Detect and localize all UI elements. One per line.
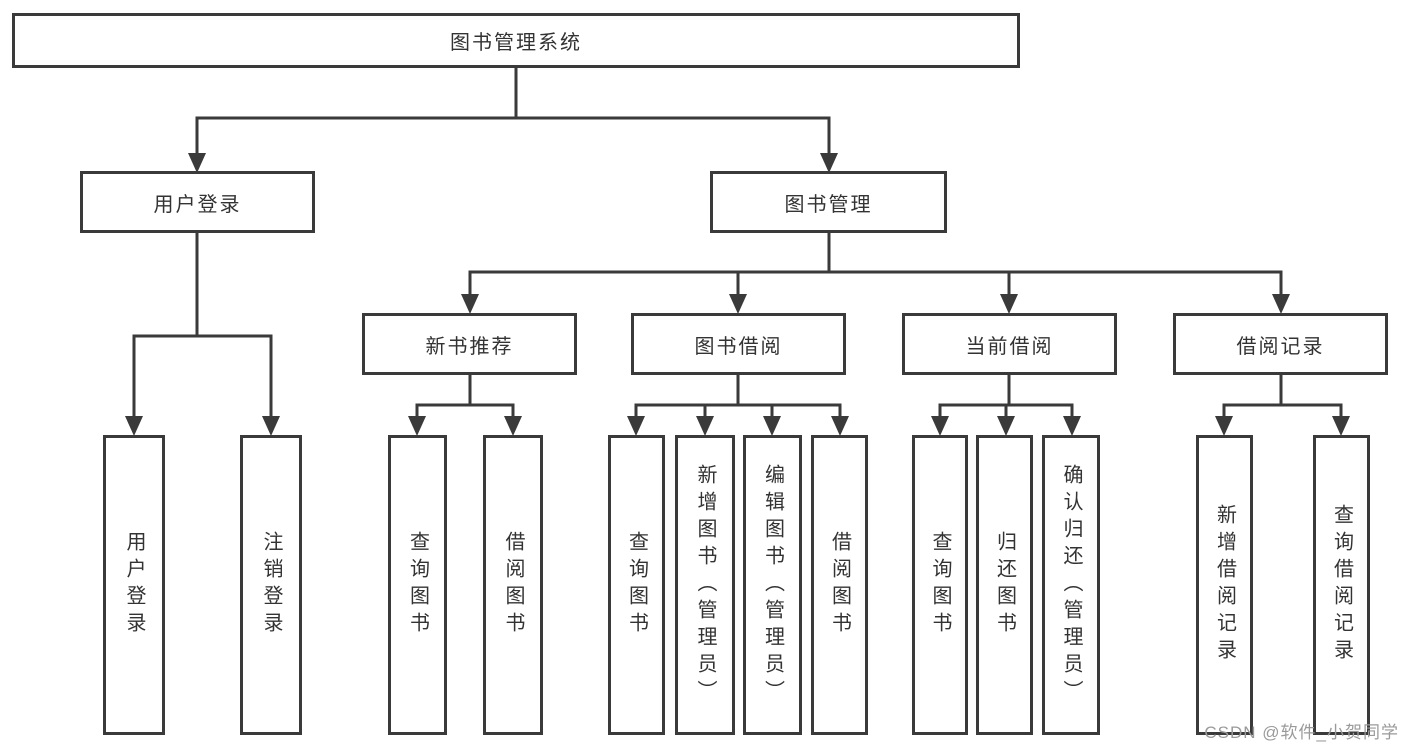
connector-line xyxy=(468,233,1283,295)
connector-line xyxy=(415,375,515,417)
leaf-br-add-borrow-record: 新增借阅记录 xyxy=(1196,435,1253,735)
node-label: 图书管理 xyxy=(784,193,873,216)
node-label: 新增图书（管理员） xyxy=(694,463,716,707)
leaf-bb-borrow-books: 借阅图书 xyxy=(811,435,868,735)
node-label: 借阅记录 xyxy=(1236,335,1325,358)
arrowhead xyxy=(1272,294,1290,314)
arrowhead xyxy=(820,153,838,173)
node-label: 图书借阅 xyxy=(694,335,783,358)
connector-line xyxy=(132,233,273,417)
connector-book-management-to-level2 xyxy=(461,233,1290,314)
connector-line xyxy=(1222,375,1343,417)
arrowhead xyxy=(763,416,781,436)
arrowhead xyxy=(1332,416,1350,436)
arrowhead xyxy=(262,416,280,436)
arrowhead xyxy=(1063,416,1081,436)
connector-book-borrow-to-leaves xyxy=(627,375,849,436)
node-label: 编辑图书（管理员） xyxy=(761,463,784,707)
node-label: 借阅图书 xyxy=(502,531,524,639)
arrowhead xyxy=(831,416,849,436)
node-label: 新增借阅记录 xyxy=(1213,504,1236,666)
leaf-bb-add-books-admin: 新增图书（管理员） xyxy=(675,435,735,735)
arrowhead xyxy=(696,416,714,436)
arrowhead xyxy=(504,416,522,436)
arrowhead xyxy=(1000,294,1018,314)
connector-user-login-to-leaves xyxy=(125,233,280,436)
leaf-nb-query-books: 查询图书 xyxy=(388,435,447,735)
leaf-cb-return-books: 归还图书 xyxy=(976,435,1033,735)
node-label: 查询图书 xyxy=(929,531,951,639)
arrowhead xyxy=(729,294,747,314)
node-label: 新书推荐 xyxy=(425,335,514,358)
leaf-cb-confirm-return-admin: 确认归还（管理员） xyxy=(1042,435,1100,735)
arrowhead xyxy=(461,294,479,314)
connector-root-to-level1 xyxy=(188,68,838,173)
watermark: CSDN @软件_小贺同学 xyxy=(1204,723,1399,742)
leaf-bb-edit-books-admin: 编辑图书（管理员） xyxy=(743,435,802,735)
node-book-management: 图书管理 xyxy=(710,171,947,233)
leaf-user-login: 用户登录 xyxy=(103,435,165,735)
node-label: 图书管理系统 xyxy=(450,32,582,54)
node-new-book-recommend: 新书推荐 xyxy=(362,313,577,375)
arrowhead xyxy=(188,153,206,173)
connector-line xyxy=(634,375,842,417)
connector-line xyxy=(938,375,1074,417)
node-label: 归还图书 xyxy=(993,531,1016,639)
leaf-bb-query-books: 查询图书 xyxy=(608,435,665,735)
node-label: 当前借阅 xyxy=(965,335,1054,358)
connector-borrow-record-to-leaves xyxy=(1215,375,1350,436)
node-borrowing-records: 借阅记录 xyxy=(1173,313,1388,375)
node-user-login: 用户登录 xyxy=(80,171,315,233)
node-label: 确认归还（管理员） xyxy=(1060,463,1082,707)
node-label: 查询借阅记录 xyxy=(1330,504,1353,666)
node-label: 用户登录 xyxy=(123,531,145,639)
leaf-nb-borrow-books: 借阅图书 xyxy=(483,435,543,735)
node-label: 用户登录 xyxy=(153,193,242,216)
arrowhead xyxy=(125,416,143,436)
node-label: 注销登录 xyxy=(260,531,282,639)
connector-line xyxy=(195,68,831,153)
node-book-borrowing: 图书借阅 xyxy=(631,313,846,375)
node-current-borrowing: 当前借阅 xyxy=(902,313,1117,375)
arrowhead xyxy=(931,416,949,436)
leaf-cb-query-books: 查询图书 xyxy=(912,435,968,735)
connector-new-book-to-leaves xyxy=(408,375,522,436)
leaf-logout: 注销登录 xyxy=(240,435,302,735)
leaf-br-query-borrow-record: 查询借阅记录 xyxy=(1313,435,1370,735)
arrowhead xyxy=(408,416,426,436)
node-label: 查询图书 xyxy=(625,531,648,639)
node-label: 借阅图书 xyxy=(828,531,851,639)
arrowhead xyxy=(627,416,645,436)
arrowhead xyxy=(1215,416,1233,436)
arrowhead xyxy=(997,416,1015,436)
node-root: 图书管理系统 xyxy=(12,13,1020,68)
connector-current-borrow-to-leaves xyxy=(931,375,1081,436)
node-label: 查询图书 xyxy=(406,531,429,639)
